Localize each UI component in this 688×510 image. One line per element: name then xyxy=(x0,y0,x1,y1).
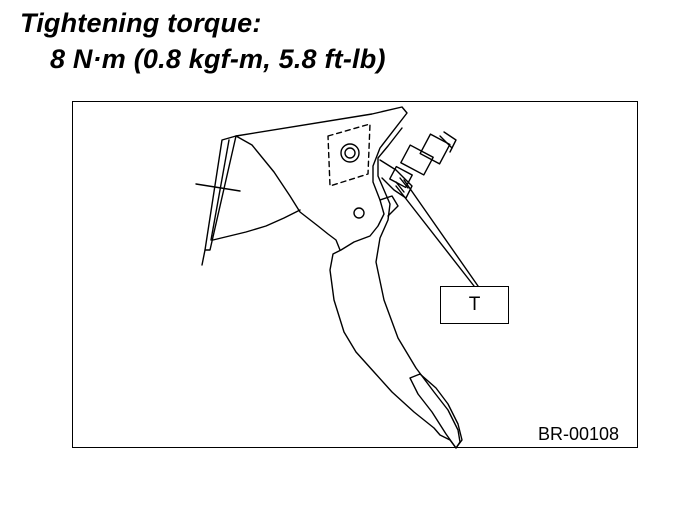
figure-frame xyxy=(72,101,638,448)
stop-light-switch xyxy=(379,131,457,199)
pivot-region-dashed xyxy=(327,123,371,187)
torque-spec: 8 N·m (0.8 kgf-m, 5.8 ft-lb) xyxy=(50,44,386,74)
torque-heading: Tightening torque: xyxy=(20,8,262,38)
callout-leaders xyxy=(395,179,479,287)
bracket-plate xyxy=(195,135,241,266)
torque-callout-box: T xyxy=(440,286,509,324)
pivot-bolt xyxy=(340,143,360,163)
torque-callout-label: T xyxy=(468,294,481,315)
figure-code: BR-00108 xyxy=(538,424,620,444)
pedal-arm xyxy=(212,106,461,449)
pedal-hole xyxy=(353,207,365,219)
pedal-pad xyxy=(409,373,463,449)
